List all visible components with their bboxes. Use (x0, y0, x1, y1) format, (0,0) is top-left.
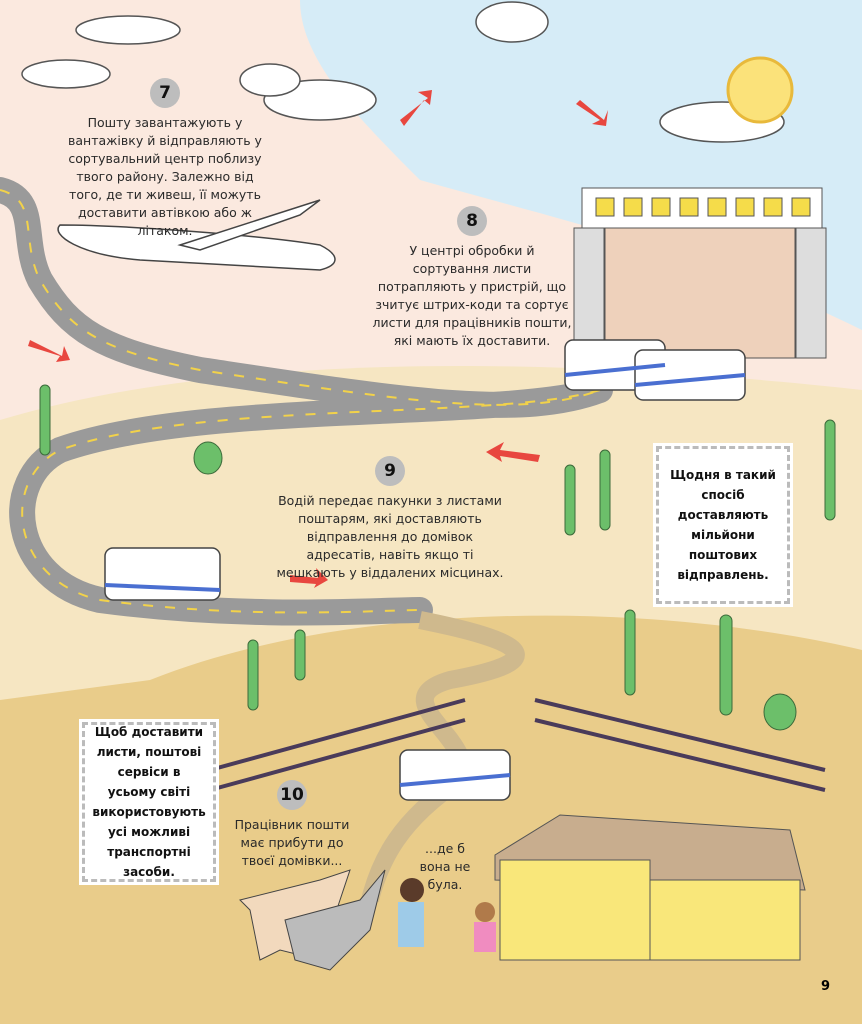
airplane (57, 199, 336, 271)
cactus-icon (39, 384, 836, 731)
sun-icon (726, 56, 794, 124)
fact-stamp-transport: Щоб доставити листи, поштові сервіси в у… (79, 719, 219, 885)
step-9: 9 Водій передає пакунки з листами поштар… (272, 456, 508, 582)
clouds (21, 1, 785, 143)
step-number-badge: 10 (277, 780, 307, 810)
step-number-badge: 9 (375, 456, 405, 486)
step-10: 10 Працівник пошти має прибути до твоєї … (232, 780, 352, 870)
step-text: Працівник пошти має прибути до твоєї дом… (234, 817, 350, 868)
step-text: Пошту завантажують у вантажівку й відпра… (68, 115, 262, 238)
fence (209, 698, 826, 792)
caption-end: ...де б вона не була. (419, 841, 471, 892)
step-number-badge: 8 (457, 206, 487, 236)
house (494, 814, 806, 961)
step-text: Водій передає пакунки з листами поштарям… (276, 493, 504, 580)
step-7: 7 Пошту завантажують у вантажівку й відп… (60, 78, 270, 240)
step-text: У центрі обробки й сортування листи потр… (372, 243, 572, 348)
horses (239, 869, 386, 971)
step-number-badge: 7 (150, 78, 180, 108)
fact-stamp-daily: Щодня в такий спосіб доставляють мільйон… (653, 443, 793, 607)
people (398, 878, 496, 952)
van-stripes (104, 363, 746, 787)
sorting-center (573, 187, 827, 359)
page-number: 9 (820, 979, 830, 994)
arrow-icon (28, 90, 608, 588)
step-8: 8 У центрі обробки й сортування листи по… (372, 206, 572, 350)
